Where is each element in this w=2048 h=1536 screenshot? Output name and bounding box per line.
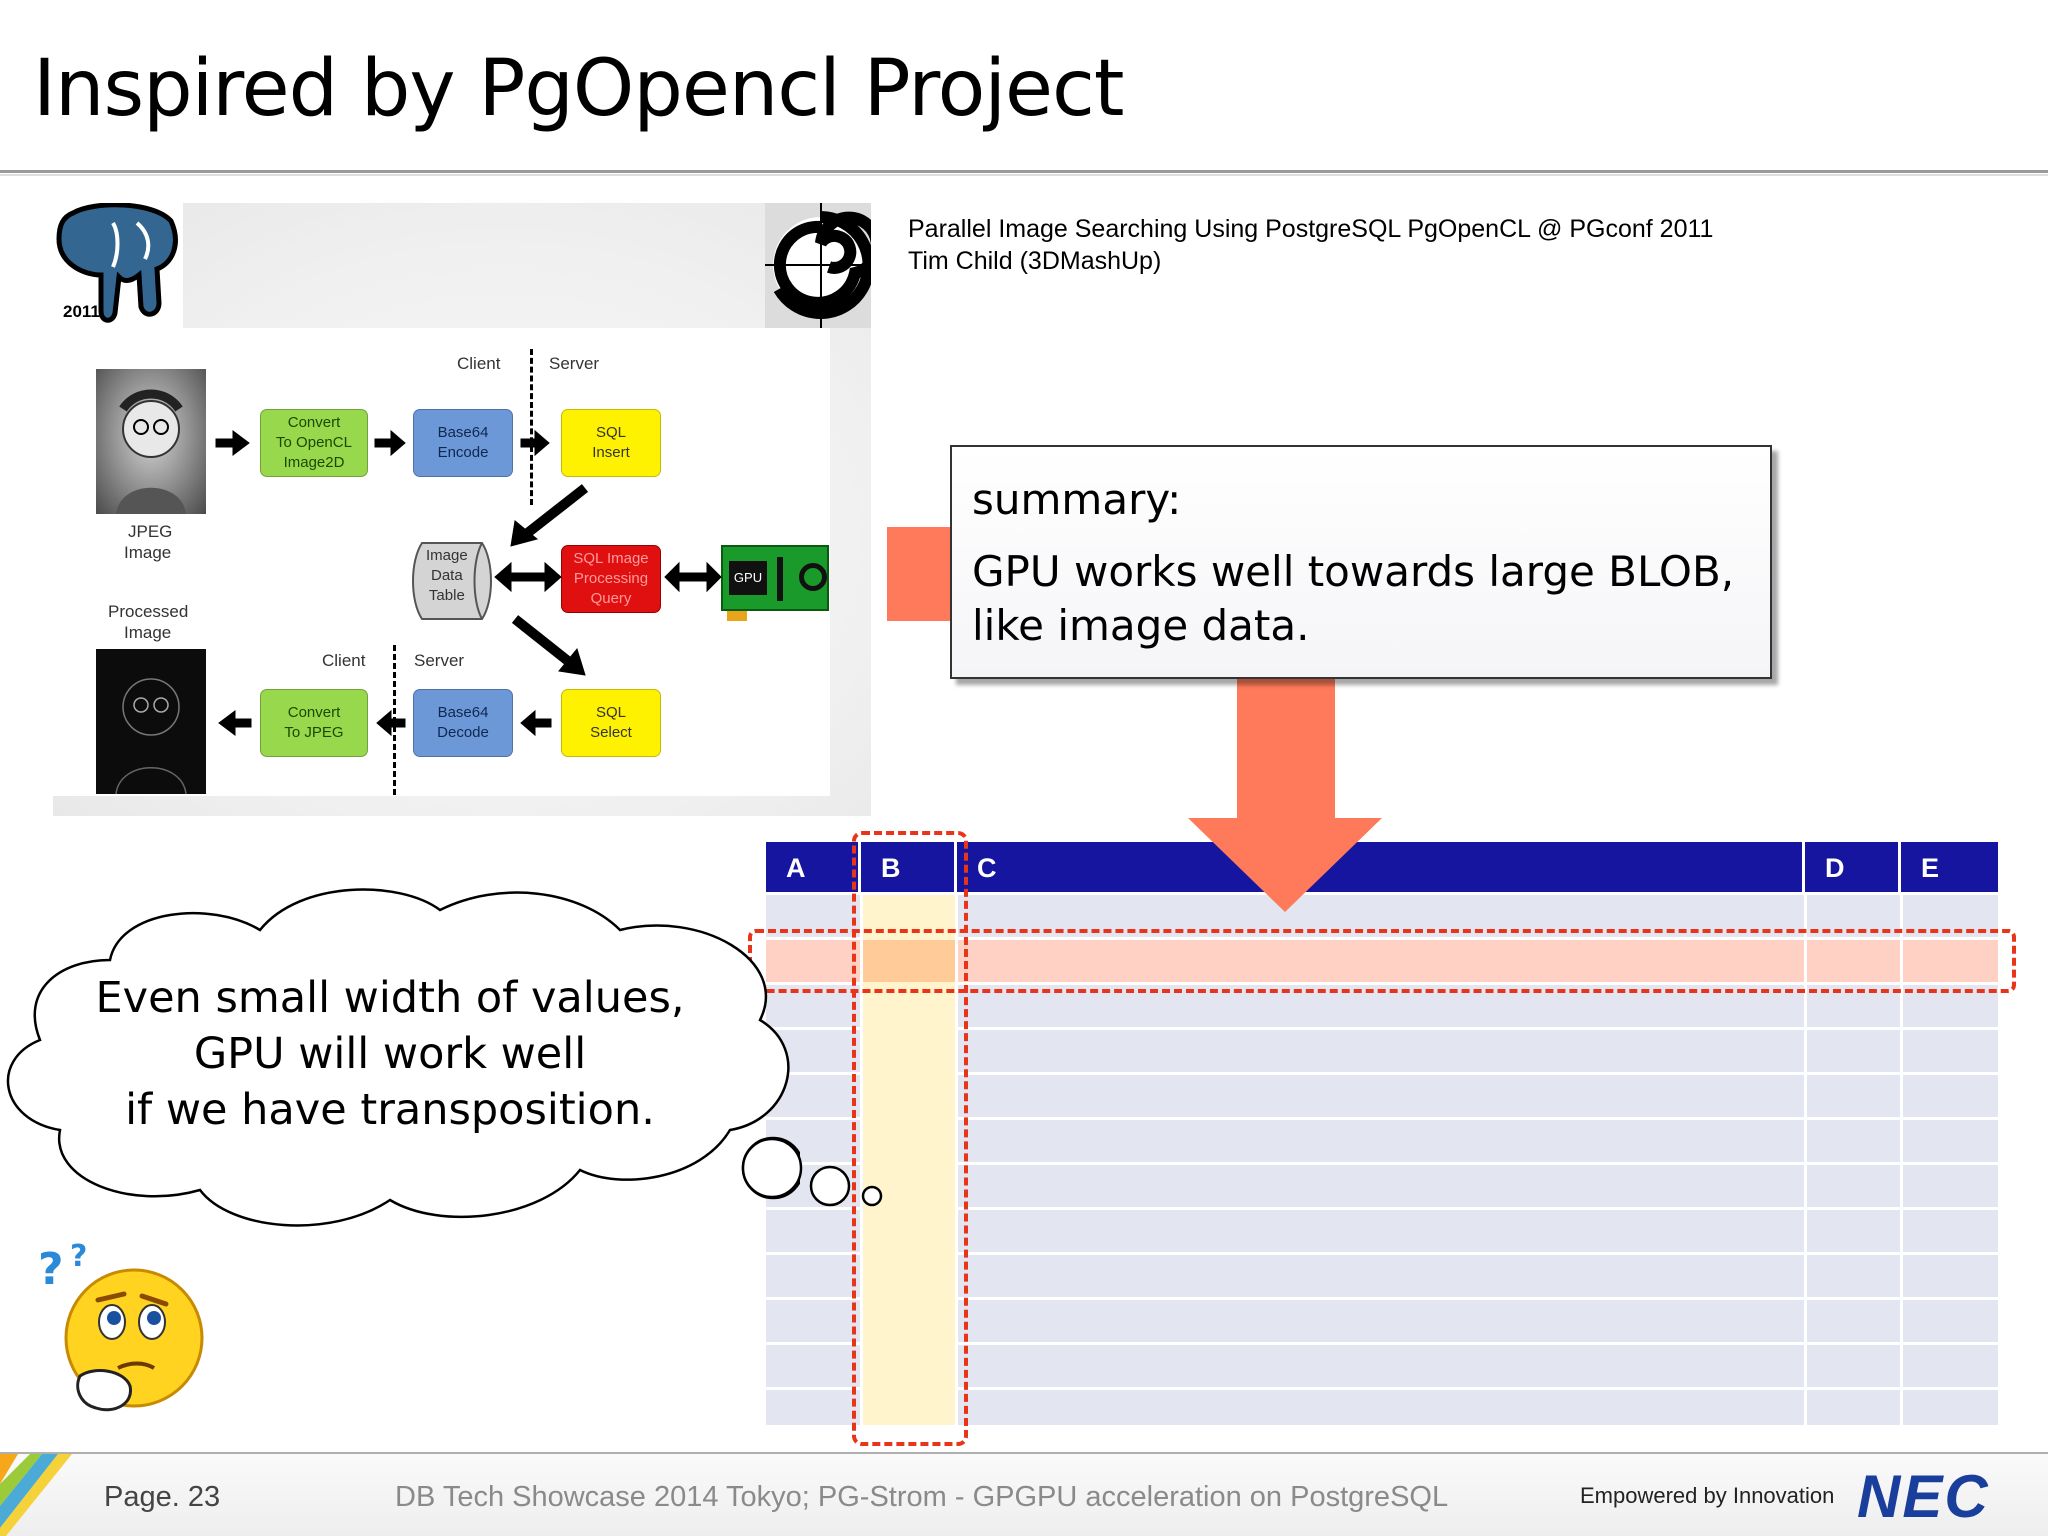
- thought-text: Even small width of values, GPU will wor…: [95, 973, 685, 1135]
- jpeg-label-1: JPEG: [128, 522, 173, 541]
- table-row-highlighted: [766, 940, 1998, 982]
- jpeg-photo: [96, 369, 206, 514]
- column-table: A B C D E: [766, 842, 1998, 1425]
- table-row: [766, 1120, 1998, 1162]
- column-divider: [1900, 895, 1903, 1425]
- base64-decode-box: Base64 Decode: [413, 689, 513, 757]
- embedded-slide: 2011 Client Server Client Server JPEG Im…: [53, 203, 871, 816]
- title-divider-shadow: [0, 174, 2048, 176]
- gpu-connector: [727, 611, 747, 621]
- convert-jpeg-box: Convert To JPEG: [260, 689, 368, 757]
- image-table-label: Image Data Table: [426, 547, 468, 604]
- footer-stripes: [0, 1454, 72, 1536]
- footer-divider: [0, 1452, 2048, 1454]
- processed-label-2: Image: [124, 623, 172, 642]
- spiral-logo: [765, 203, 871, 328]
- page-title: Inspired by PgOpencl Project: [33, 44, 1124, 134]
- footer-tagline: Empowered by Innovation: [1580, 1483, 1835, 1508]
- table-row: [766, 1345, 1998, 1387]
- page-number: Page. 23: [104, 1481, 221, 1513]
- postgresql-elephant-logo: [53, 203, 183, 328]
- sql-image-query-box: SQL Image Processing Query: [561, 545, 661, 613]
- svg-text:?: ?: [38, 1244, 64, 1295]
- column-header-c: C: [957, 842, 1805, 892]
- sql-select-box: SQL Select: [561, 689, 661, 757]
- jpeg-label-2: Image: [124, 543, 172, 562]
- bottom-client-label: Client: [322, 651, 366, 670]
- column-highlight-outline: [852, 831, 968, 1446]
- top-client-label: Client: [457, 354, 501, 373]
- thinking-face-icon: ? ?: [38, 1239, 204, 1412]
- arrow-right-3: [520, 429, 550, 457]
- thought-bubble-dots: [741, 1137, 883, 1207]
- summary-heading: summary:: [972, 475, 1182, 524]
- processed-photo: [96, 649, 206, 795]
- column-header-a: A: [766, 842, 861, 892]
- table-row: [766, 1255, 1998, 1297]
- source-citation: Parallel Image Searching Using PostgreSQ…: [908, 215, 1714, 275]
- arrow-right-2: [374, 429, 406, 457]
- column-divider: [955, 895, 958, 1425]
- footer-event-text: DB Tech Showcase 2014 Tokyo; PG-Strom - …: [395, 1481, 1449, 1513]
- table-row: [766, 1300, 1998, 1342]
- gpu-card: GPU: [721, 545, 829, 611]
- convert-opencl-box: Convert To OpenCL Image2D: [260, 409, 368, 477]
- top-divider: [530, 349, 533, 505]
- arrow-right-1: [215, 430, 250, 456]
- table-row: [766, 1210, 1998, 1252]
- table-row: [766, 1030, 1998, 1072]
- table-header: A B C D E: [766, 842, 1998, 892]
- column-header-d: D: [1805, 842, 1901, 892]
- gpu-chip: GPU: [729, 561, 767, 595]
- logo-year: 2011: [63, 302, 100, 321]
- base64-encode-box: Base64 Encode: [413, 409, 513, 477]
- column-divider: [1804, 895, 1807, 1425]
- gpu-slot: [777, 557, 783, 601]
- summary-box: summary: GPU works well towards large BL…: [950, 445, 1772, 679]
- flow-arrows: [215, 429, 722, 737]
- top-server-label: Server: [549, 354, 600, 373]
- title-divider: [0, 170, 2048, 173]
- summary-line-1: GPU works well towards large BLOB,: [972, 547, 1735, 596]
- column-b-highlight: [862, 895, 956, 1425]
- nec-logo: NEC: [1857, 1463, 1990, 1530]
- summary-line-2: like image data.: [972, 601, 1310, 650]
- gpu-fan-icon: [799, 563, 827, 591]
- svg-text:?: ?: [70, 1239, 87, 1274]
- column-header-b: B: [861, 842, 957, 892]
- footer-bar: [0, 1454, 2048, 1536]
- table-row: [766, 1390, 1998, 1425]
- column-header-e: E: [1921, 853, 1940, 883]
- cell-b-intersection: [862, 940, 956, 982]
- table-row: [766, 1075, 1998, 1117]
- column-divider: [860, 895, 863, 1425]
- sql-insert-box: SQL Insert: [561, 409, 661, 477]
- table-row: [766, 1165, 1998, 1207]
- bottom-server-label: Server: [414, 651, 465, 670]
- orange-arrow-shaft: [1237, 670, 1335, 820]
- processed-label-1: Processed: [108, 602, 189, 621]
- image-data-table-cylinder: [412, 542, 492, 620]
